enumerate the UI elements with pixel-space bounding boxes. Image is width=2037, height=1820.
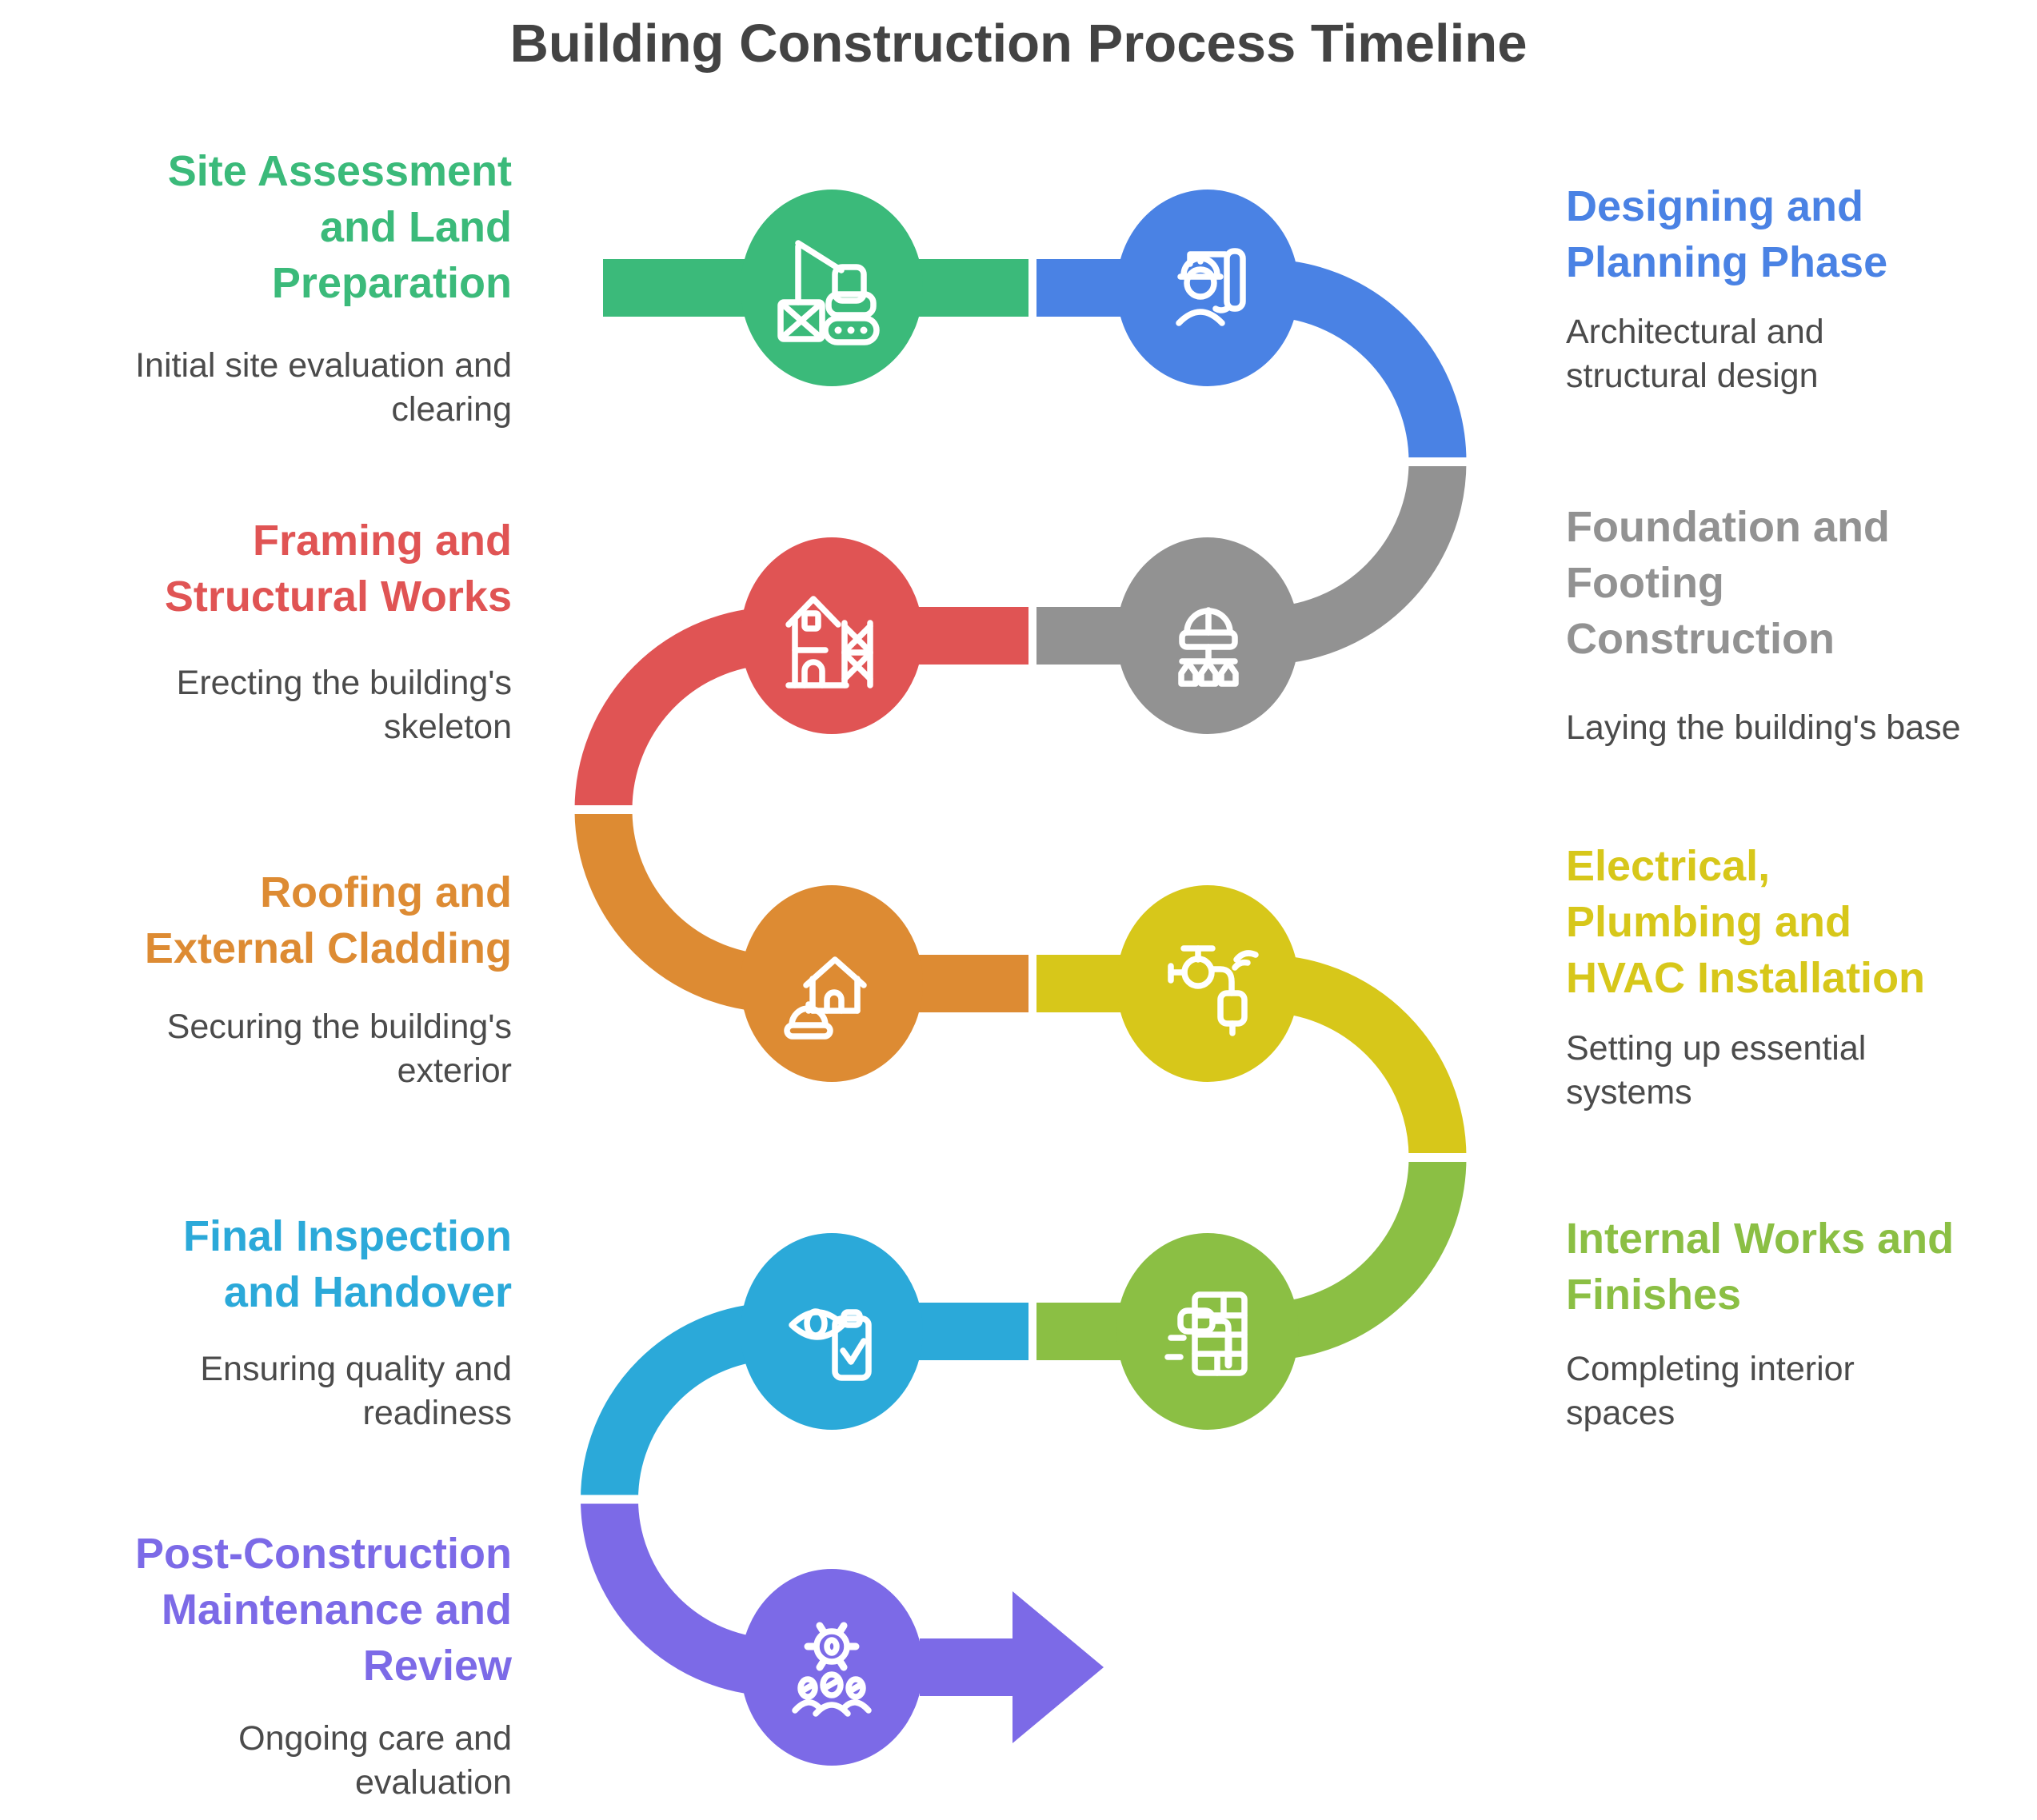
connector-arc-stage6: [1263, 955, 1467, 1159]
stage-4-circle: [741, 537, 923, 734]
stage-9-subtitle: Ongoing care and evaluation: [238, 1719, 512, 1802]
stage-7-subtitle: Completing interior spaces: [1566, 1350, 1855, 1432]
arrow-head-icon: [1013, 1591, 1104, 1743]
stage-2-circle: [1116, 190, 1299, 386]
connector-arc-stage8: [581, 1303, 778, 1500]
stage-5-title: Roofing and External Cladding: [144, 868, 512, 972]
stage-2-title: Designing and Planning Phase: [1566, 182, 1888, 286]
arrow-shaft: [920, 1638, 1013, 1696]
stage-8-subtitle: Ensuring quality and readiness: [200, 1350, 512, 1432]
connector-arc-stage5: [574, 808, 778, 1012]
gear-team-icon: [792, 1622, 872, 1717]
stage-1-subtitle: Initial site evaluation and clearing: [135, 346, 512, 429]
house-frame-scaffold-icon: [785, 596, 873, 688]
connector-arc-stage4: [574, 607, 778, 811]
stage-3-title: Foundation and Footing Construction: [1566, 503, 1890, 663]
stage-1-title: Site Assessment and Land Preparation: [167, 147, 512, 307]
stage-3-circle: [1116, 537, 1299, 734]
stage-1-circle: [741, 190, 923, 386]
architect-blueprint-icon: [1176, 248, 1246, 326]
stage-5-subtitle: Securing the building's exterior: [166, 1008, 512, 1090]
faucet-pipe-icon: [1168, 945, 1259, 1036]
paint-roller-wall-icon: [1164, 1291, 1248, 1376]
connector-arc-stage2: [1263, 259, 1467, 463]
stage-7-title: Internal Works and Finishes: [1566, 1215, 1955, 1319]
eye-checklist-icon: [789, 1308, 872, 1381]
house-hardhat-icon: [784, 956, 867, 1040]
connector-arc-stage7: [1263, 1156, 1467, 1360]
stage-8-title: Final Inspection and Handover: [182, 1212, 512, 1316]
stage-4-subtitle: Erecting the building's skeleton: [176, 664, 512, 746]
stage-6-title: Electrical, Plumbing and HVAC Installati…: [1566, 842, 1926, 1002]
connector-arc-stage3: [1263, 461, 1467, 665]
stage-5-circle: [741, 885, 923, 1082]
stage-9-circle: [741, 1569, 923, 1766]
stage-3-subtitle: Laying the building's base: [1566, 708, 1961, 747]
stage-6-subtitle: Setting up essential systems: [1566, 1029, 1867, 1112]
stage-4-title: Framing and Structural Works: [164, 517, 512, 621]
stage-9-title: Post-Construction Maintenance and Review: [135, 1530, 512, 1690]
page-title: Building Construction Process Timeline: [509, 14, 1528, 74]
foundation-piles-icon: [1178, 607, 1239, 687]
connector-arc-stage9: [581, 1499, 778, 1696]
stage-2-subtitle: Architectural and structural design: [1566, 313, 1824, 395]
excavator-icon: [777, 240, 880, 345]
